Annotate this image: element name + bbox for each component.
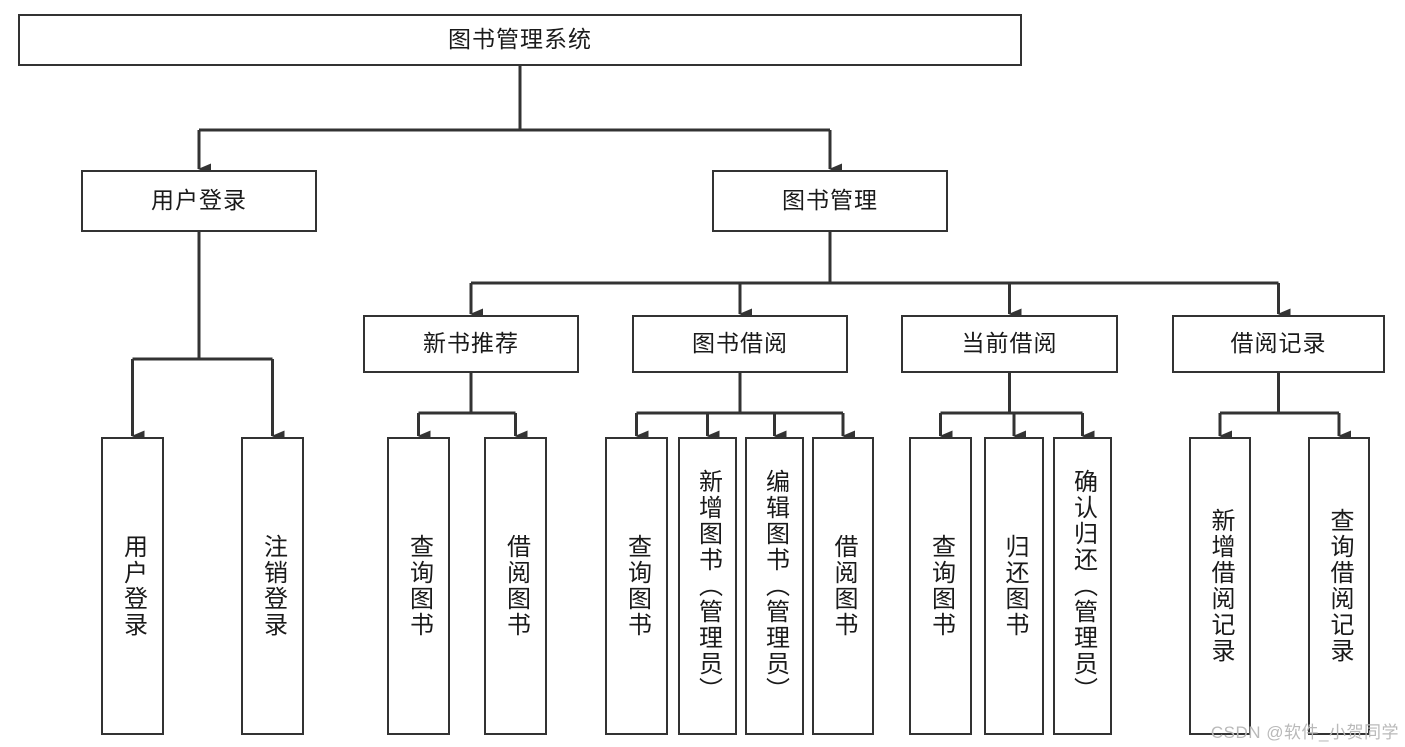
node-leaf-user-login[interactable]: 用户登录 bbox=[101, 437, 164, 735]
node-leaf-logout[interactable]: 注销登录 bbox=[241, 437, 304, 735]
node-label: 新书推荐 bbox=[423, 330, 519, 357]
watermark: CSDN @软件_小贺同学 bbox=[1210, 723, 1399, 742]
node-leaf-edit-book-admin[interactable]: 编辑图书（管理员） bbox=[745, 437, 804, 735]
node-borrow-record[interactable]: 借阅记录 bbox=[1172, 315, 1385, 373]
node-root[interactable]: 图书管理系统 bbox=[18, 14, 1022, 66]
node-label: 借阅图书 bbox=[502, 534, 530, 638]
node-label: 图书管理 bbox=[782, 187, 878, 214]
node-leaf-query-book-3[interactable]: 查询图书 bbox=[909, 437, 972, 735]
node-leaf-borrow-book-1[interactable]: 借阅图书 bbox=[484, 437, 547, 735]
node-label: 确认归还（管理员） bbox=[1069, 469, 1097, 703]
node-label: 查询图书 bbox=[927, 534, 955, 638]
node-leaf-query-book-2[interactable]: 查询图书 bbox=[605, 437, 668, 735]
node-label: 查询图书 bbox=[623, 534, 651, 638]
node-label: 归还图书 bbox=[1001, 534, 1028, 638]
node-new-book-recommend[interactable]: 新书推荐 bbox=[363, 315, 579, 373]
node-leaf-add-book-admin[interactable]: 新增图书（管理员） bbox=[678, 437, 737, 735]
node-leaf-confirm-return-admin[interactable]: 确认归还（管理员） bbox=[1053, 437, 1112, 735]
node-label: 编辑图书（管理员） bbox=[761, 469, 789, 703]
node-label: 用户登录 bbox=[119, 534, 147, 638]
node-user-login[interactable]: 用户登录 bbox=[81, 170, 317, 232]
node-current-borrow[interactable]: 当前借阅 bbox=[901, 315, 1118, 373]
node-leaf-query-borrow-record[interactable]: 查询借阅记录 bbox=[1308, 437, 1370, 735]
node-leaf-query-book-1[interactable]: 查询图书 bbox=[387, 437, 450, 735]
node-book-manage[interactable]: 图书管理 bbox=[712, 170, 948, 232]
node-label: 图书借阅 bbox=[692, 330, 788, 357]
node-book-borrow[interactable]: 图书借阅 bbox=[632, 315, 848, 373]
node-label: 借阅记录 bbox=[1230, 330, 1327, 357]
node-leaf-add-borrow-record[interactable]: 新增借阅记录 bbox=[1189, 437, 1251, 735]
node-label: 查询借阅记录 bbox=[1326, 508, 1353, 664]
node-leaf-return-book[interactable]: 归还图书 bbox=[984, 437, 1044, 735]
node-label: 当前借阅 bbox=[961, 330, 1058, 357]
node-label: 新增借阅记录 bbox=[1207, 508, 1234, 664]
node-label: 借阅图书 bbox=[830, 534, 857, 638]
node-label: 查询图书 bbox=[405, 534, 433, 638]
node-label: 用户登录 bbox=[151, 187, 247, 214]
node-label: 注销登录 bbox=[259, 534, 287, 638]
node-label: 图书管理系统 bbox=[448, 26, 592, 53]
node-leaf-borrow-book-2[interactable]: 借阅图书 bbox=[812, 437, 874, 735]
node-label: 新增图书（管理员） bbox=[694, 469, 722, 703]
